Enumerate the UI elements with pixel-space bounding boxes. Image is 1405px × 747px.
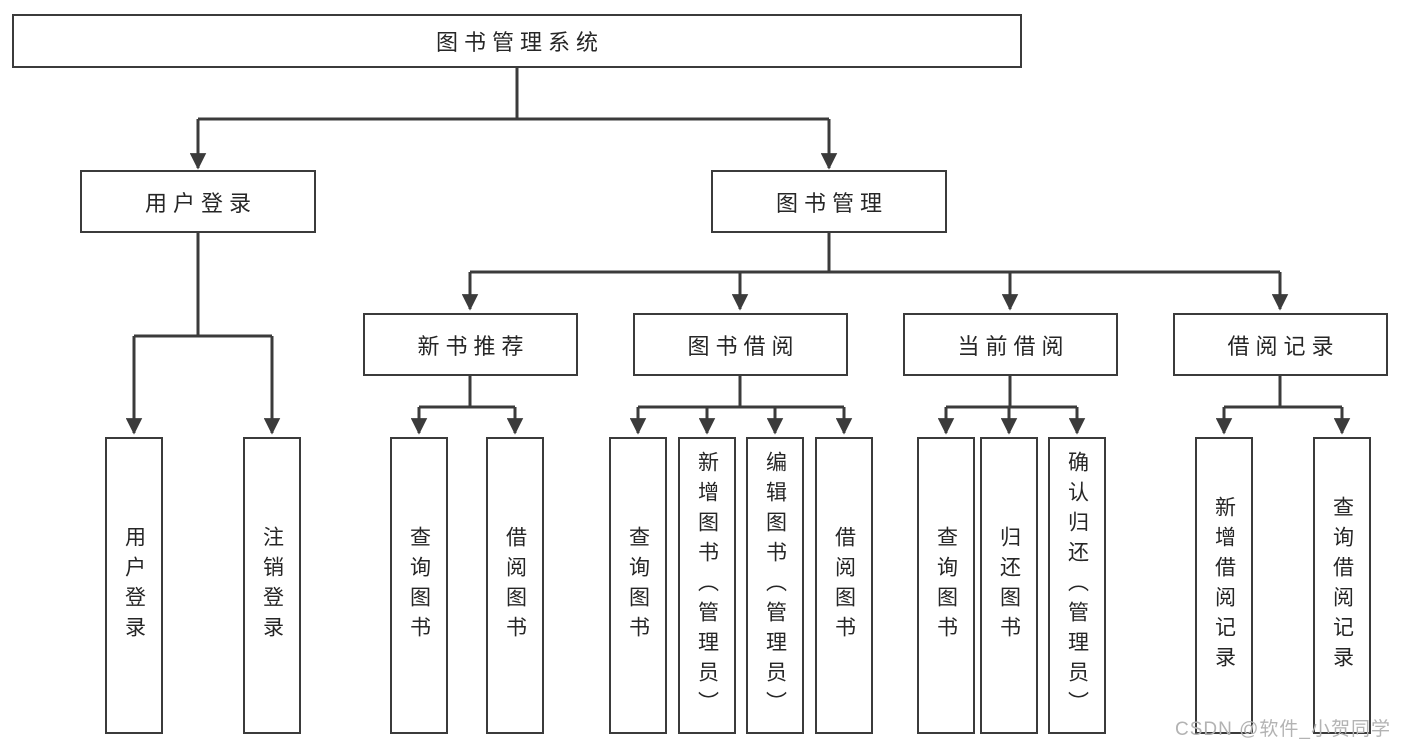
node-leaf-add-borrow-record-label: 新增借阅记录 (1212, 495, 1236, 676)
node-book-management: 图书管理 (711, 170, 947, 233)
node-leaf-query-books-1-label: 查询图书 (407, 525, 431, 646)
node-new-book-recommend: 新书推荐 (363, 313, 578, 376)
node-root: 图书管理系统 (12, 14, 1022, 68)
node-book-management-label: 图书管理 (775, 190, 888, 216)
node-leaf-query-books-2: 查询图书 (609, 437, 667, 734)
watermark: CSDN @软件_小贺同学 (1175, 719, 1391, 740)
node-borrowing-records: 借阅记录 (1173, 313, 1388, 376)
node-leaf-user-login-label: 用户登录 (122, 525, 146, 646)
node-leaf-query-borrow-record: 查询借阅记录 (1313, 437, 1371, 734)
node-leaf-add-book-admin-label: 新增图书（管理员） (695, 450, 719, 721)
node-leaf-borrow-books-1: 借阅图书 (486, 437, 544, 734)
node-leaf-add-borrow-record: 新增借阅记录 (1195, 437, 1253, 734)
node-leaf-add-book-admin: 新增图书（管理员） (678, 437, 736, 734)
node-current-borrowing-label: 当前借阅 (957, 333, 1070, 359)
node-leaf-logout-label: 注销登录 (260, 525, 284, 646)
node-leaf-confirm-return-admin-label: 确认归还（管理员） (1065, 450, 1089, 721)
node-root-label: 图书管理系统 (435, 30, 604, 55)
node-leaf-edit-book-admin: 编辑图书（管理员） (746, 437, 804, 734)
node-leaf-return-book: 归还图书 (980, 437, 1038, 734)
node-leaf-query-books-3: 查询图书 (917, 437, 975, 734)
node-leaf-borrow-books-2: 借阅图书 (815, 437, 873, 734)
node-current-borrowing: 当前借阅 (903, 313, 1118, 376)
node-new-book-recommend-label: 新书推荐 (417, 333, 530, 359)
node-user-login: 用户登录 (80, 170, 316, 233)
node-leaf-borrow-books-1-label: 借阅图书 (503, 525, 527, 646)
node-leaf-user-login: 用户登录 (105, 437, 163, 734)
node-book-borrowing: 图书借阅 (633, 313, 848, 376)
node-leaf-logout: 注销登录 (243, 437, 301, 734)
node-book-borrowing-label: 图书借阅 (687, 333, 800, 359)
node-user-login-label: 用户登录 (144, 190, 257, 216)
node-leaf-borrow-books-2-label: 借阅图书 (832, 525, 856, 646)
node-leaf-return-book-label: 归还图书 (997, 525, 1021, 646)
node-leaf-query-books-1: 查询图书 (390, 437, 448, 734)
node-leaf-edit-book-admin-label: 编辑图书（管理员） (763, 450, 787, 721)
node-leaf-confirm-return-admin: 确认归还（管理员） (1048, 437, 1106, 734)
node-leaf-query-books-3-label: 查询图书 (934, 525, 958, 646)
node-leaf-query-borrow-record-label: 查询借阅记录 (1330, 495, 1354, 676)
node-borrowing-records-label: 借阅记录 (1227, 333, 1340, 359)
node-leaf-query-books-2-label: 查询图书 (626, 525, 650, 646)
